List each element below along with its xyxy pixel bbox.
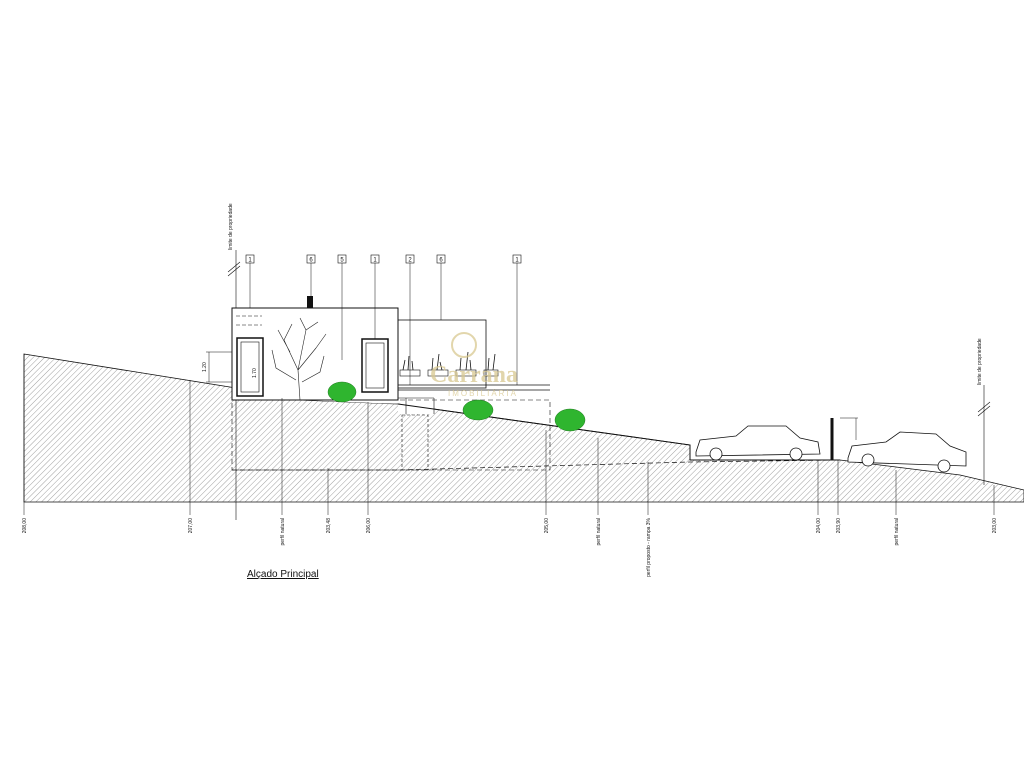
car-icon-2 [847,431,967,473]
level-label: 207,00 [188,518,194,534]
level-label: 204,00 [816,518,822,534]
level-label: 206,00 [366,518,372,534]
tag-label: 1 [515,258,519,264]
foundation-outline [231,399,551,471]
proposed-profile [232,459,841,471]
terrace-volume [397,319,487,389]
watermark-name: Carrana [430,362,518,388]
chimney-icon [307,296,313,308]
wall-height-dimension: 1.20 [202,351,232,383]
property-limit-right-label: limite de propriedade [977,338,983,385]
level-label: 208,00 [22,518,28,534]
level-label: perfil natural [280,518,286,546]
property-limit-right: limite de propriedade [977,338,991,485]
basement-door [401,414,429,471]
tag-label: 1 [373,258,377,264]
house: 1.70 [231,296,551,471]
drawing-title: Alçado Principal [247,569,319,580]
level-leaders: 208,00 207,00 perfil natural 203,48 206,00 20… [22,354,998,577]
tag-label: 6 [439,258,443,264]
property-limit-left-label: limite de propriedade [228,203,234,250]
tag-label: 2 [408,258,412,264]
level-label: 205,00 [544,518,550,534]
window-left [236,337,264,397]
wall-height-label: 1.20 [202,362,208,372]
level-label: perfil natural [894,518,900,546]
window-height-label: 1.70 [252,368,258,378]
shrub-icons [327,381,586,432]
car-icon-1 [695,425,821,461]
driveway-profile [397,403,840,461]
level-label: perfil natural [596,518,602,546]
terrain-section [23,353,1024,503]
tag-label: 5 [340,258,344,264]
tag-group: 1 6 5 1 2 6 1 [245,254,522,385]
watermark-sub: IMOBILIÁRIA [448,389,518,398]
tree-icon [271,317,327,401]
watermark: Carrana IMOBILIÁRIA [430,332,518,398]
level-label: 203,90 [836,518,842,534]
level-label: 203,00 [992,518,998,534]
tag-label: 1 [248,258,252,264]
tag-label: 6 [309,258,313,264]
level-label: 203,48 [326,518,332,534]
level-label: perfil proposto - rampa 3% [646,517,652,576]
